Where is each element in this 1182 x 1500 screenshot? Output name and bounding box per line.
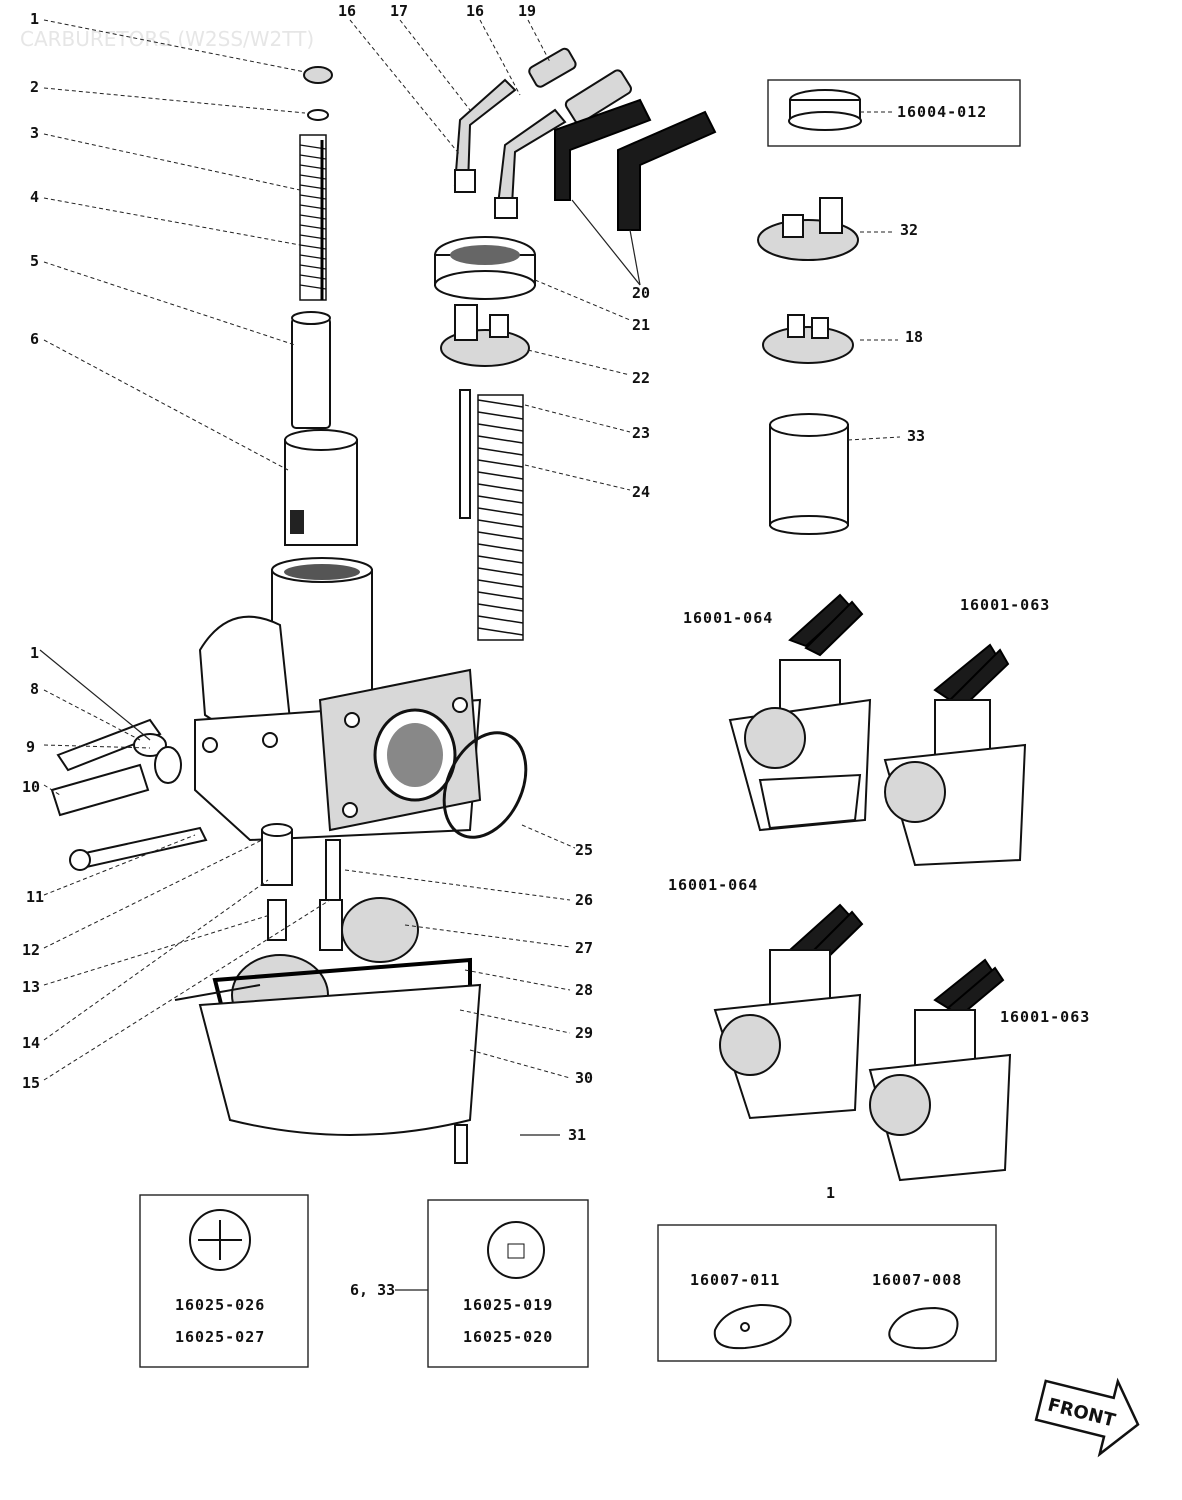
callout-8: 8 [30,680,39,698]
part-number-16025-027: 16025-027 [175,1328,265,1346]
top-fittings [434,47,717,641]
callout-25: 25 [575,841,593,859]
part-32-top-cover: 32 [757,197,918,261]
part-31-bowl-screw [454,1124,468,1164]
part-27-float [341,897,419,963]
assembled-carb-top-left [728,593,872,832]
callout-12: 12 [22,941,40,959]
part-24-spring [477,394,524,641]
jet-box-right: 16025-019 16025-020 [427,1199,589,1368]
callout-33: 33 [907,427,925,445]
part-5-sleeve [291,317,331,429]
callout-13: 13 [22,978,40,996]
callout-5: 5 [30,252,39,270]
part-8-screw [56,718,162,772]
callout-19: 19 [518,2,536,20]
callout-23: 23 [632,424,650,442]
callout-labels: 1 2 3 4 5 6 16 17 16 19 20 21 22 23 24 1… [22,2,650,1144]
part-15-pin [174,984,261,1001]
part-23-rod [459,389,471,519]
part-number-16007-008: 16007-008 [872,1271,962,1289]
leader-lines [39,19,641,1136]
callout-1-bottom: 1 [826,1184,835,1202]
part-9-washer [133,733,167,757]
part-1-clip [303,66,333,84]
callout-26: 26 [575,891,593,909]
part-3-spring [299,134,327,301]
callout-1-left: 1 [30,644,39,662]
front-arrow: FRONT [1034,1377,1140,1458]
callout-20: 20 [632,284,650,302]
assembled-carb-top-right [883,643,1027,867]
callout-9: 9 [26,738,35,756]
gasket-16007-011-shape [713,1303,792,1350]
part-26-float-valve [325,839,341,901]
callout-31: 31 [568,1126,586,1144]
callout-29: 29 [575,1024,593,1042]
assembled-carb-bottom-left [713,903,864,1120]
callout-30: 30 [575,1069,593,1087]
side-small-parts [50,718,208,871]
callout-3: 3 [30,124,39,142]
callout-14: 14 [22,1034,40,1052]
part-19-tube [528,47,577,88]
part-30-float-bowl [198,983,482,1136]
callout-27: 27 [575,939,593,957]
callout-4: 4 [30,188,39,206]
part-number-16025-026: 16025-026 [175,1296,265,1314]
part-number-16025-019: 16025-019 [463,1296,553,1314]
callout-32: 32 [900,221,918,239]
part-number-16001-063-top: 16001-063 [960,596,1050,614]
part-20-hose-a [554,98,652,201]
callout-2: 2 [30,78,39,96]
part-11-pilot-screw [74,826,208,870]
part-25-o-ring [442,731,528,839]
part-number-16004-012: 16004-012 [897,103,987,121]
part-number-16001-063-bottom: 16001-063 [1000,1008,1090,1026]
diagram-title: CARBURETORS (W2SS/W2TT) [20,27,314,51]
part-10-plug [50,763,150,817]
part-number-16001-064-bottom: 16001-064 [668,876,758,894]
throttle-stack [284,66,358,546]
carburetor-body [194,557,482,842]
callout-16-b: 16 [466,2,484,20]
part-number-16001-064-top: 16001-064 [683,609,773,627]
part-13-jet [267,899,287,941]
callout-11: 11 [26,888,44,906]
callout-1: 1 [30,10,39,28]
callout-17: 17 [390,2,408,20]
callout-6-33: 6, 33 [350,1281,395,1299]
cap-part-box: 16004-012 [767,79,1021,147]
gasket-box: 16007-011 16007-008 [657,1224,997,1362]
part-number-16025-020: 16025-020 [463,1328,553,1346]
callout-18: 18 [905,328,923,346]
part-number-16007-011: 16007-011 [690,1271,780,1289]
part-18-cover: 18 [762,314,923,364]
callout-6: 6 [30,330,39,348]
jet-box-left: 16025-026 16025-027 [139,1194,309,1368]
part-20-hose-b [617,110,717,231]
gasket-16007-008-shape [888,1306,959,1350]
float-chamber [174,823,482,1164]
part-12-needle-jet [261,829,293,886]
part-2-washer [307,109,329,121]
callout-16-a: 16 [338,2,356,20]
callout-15: 15 [22,1074,40,1092]
callout-28: 28 [575,981,593,999]
callout-21: 21 [632,316,650,334]
part-33-valve: 33 [769,413,925,535]
callout-24: 24 [632,483,650,501]
callout-10: 10 [22,778,40,796]
assembled-carb-bottom-right [868,958,1012,1182]
callout-22: 22 [632,369,650,387]
